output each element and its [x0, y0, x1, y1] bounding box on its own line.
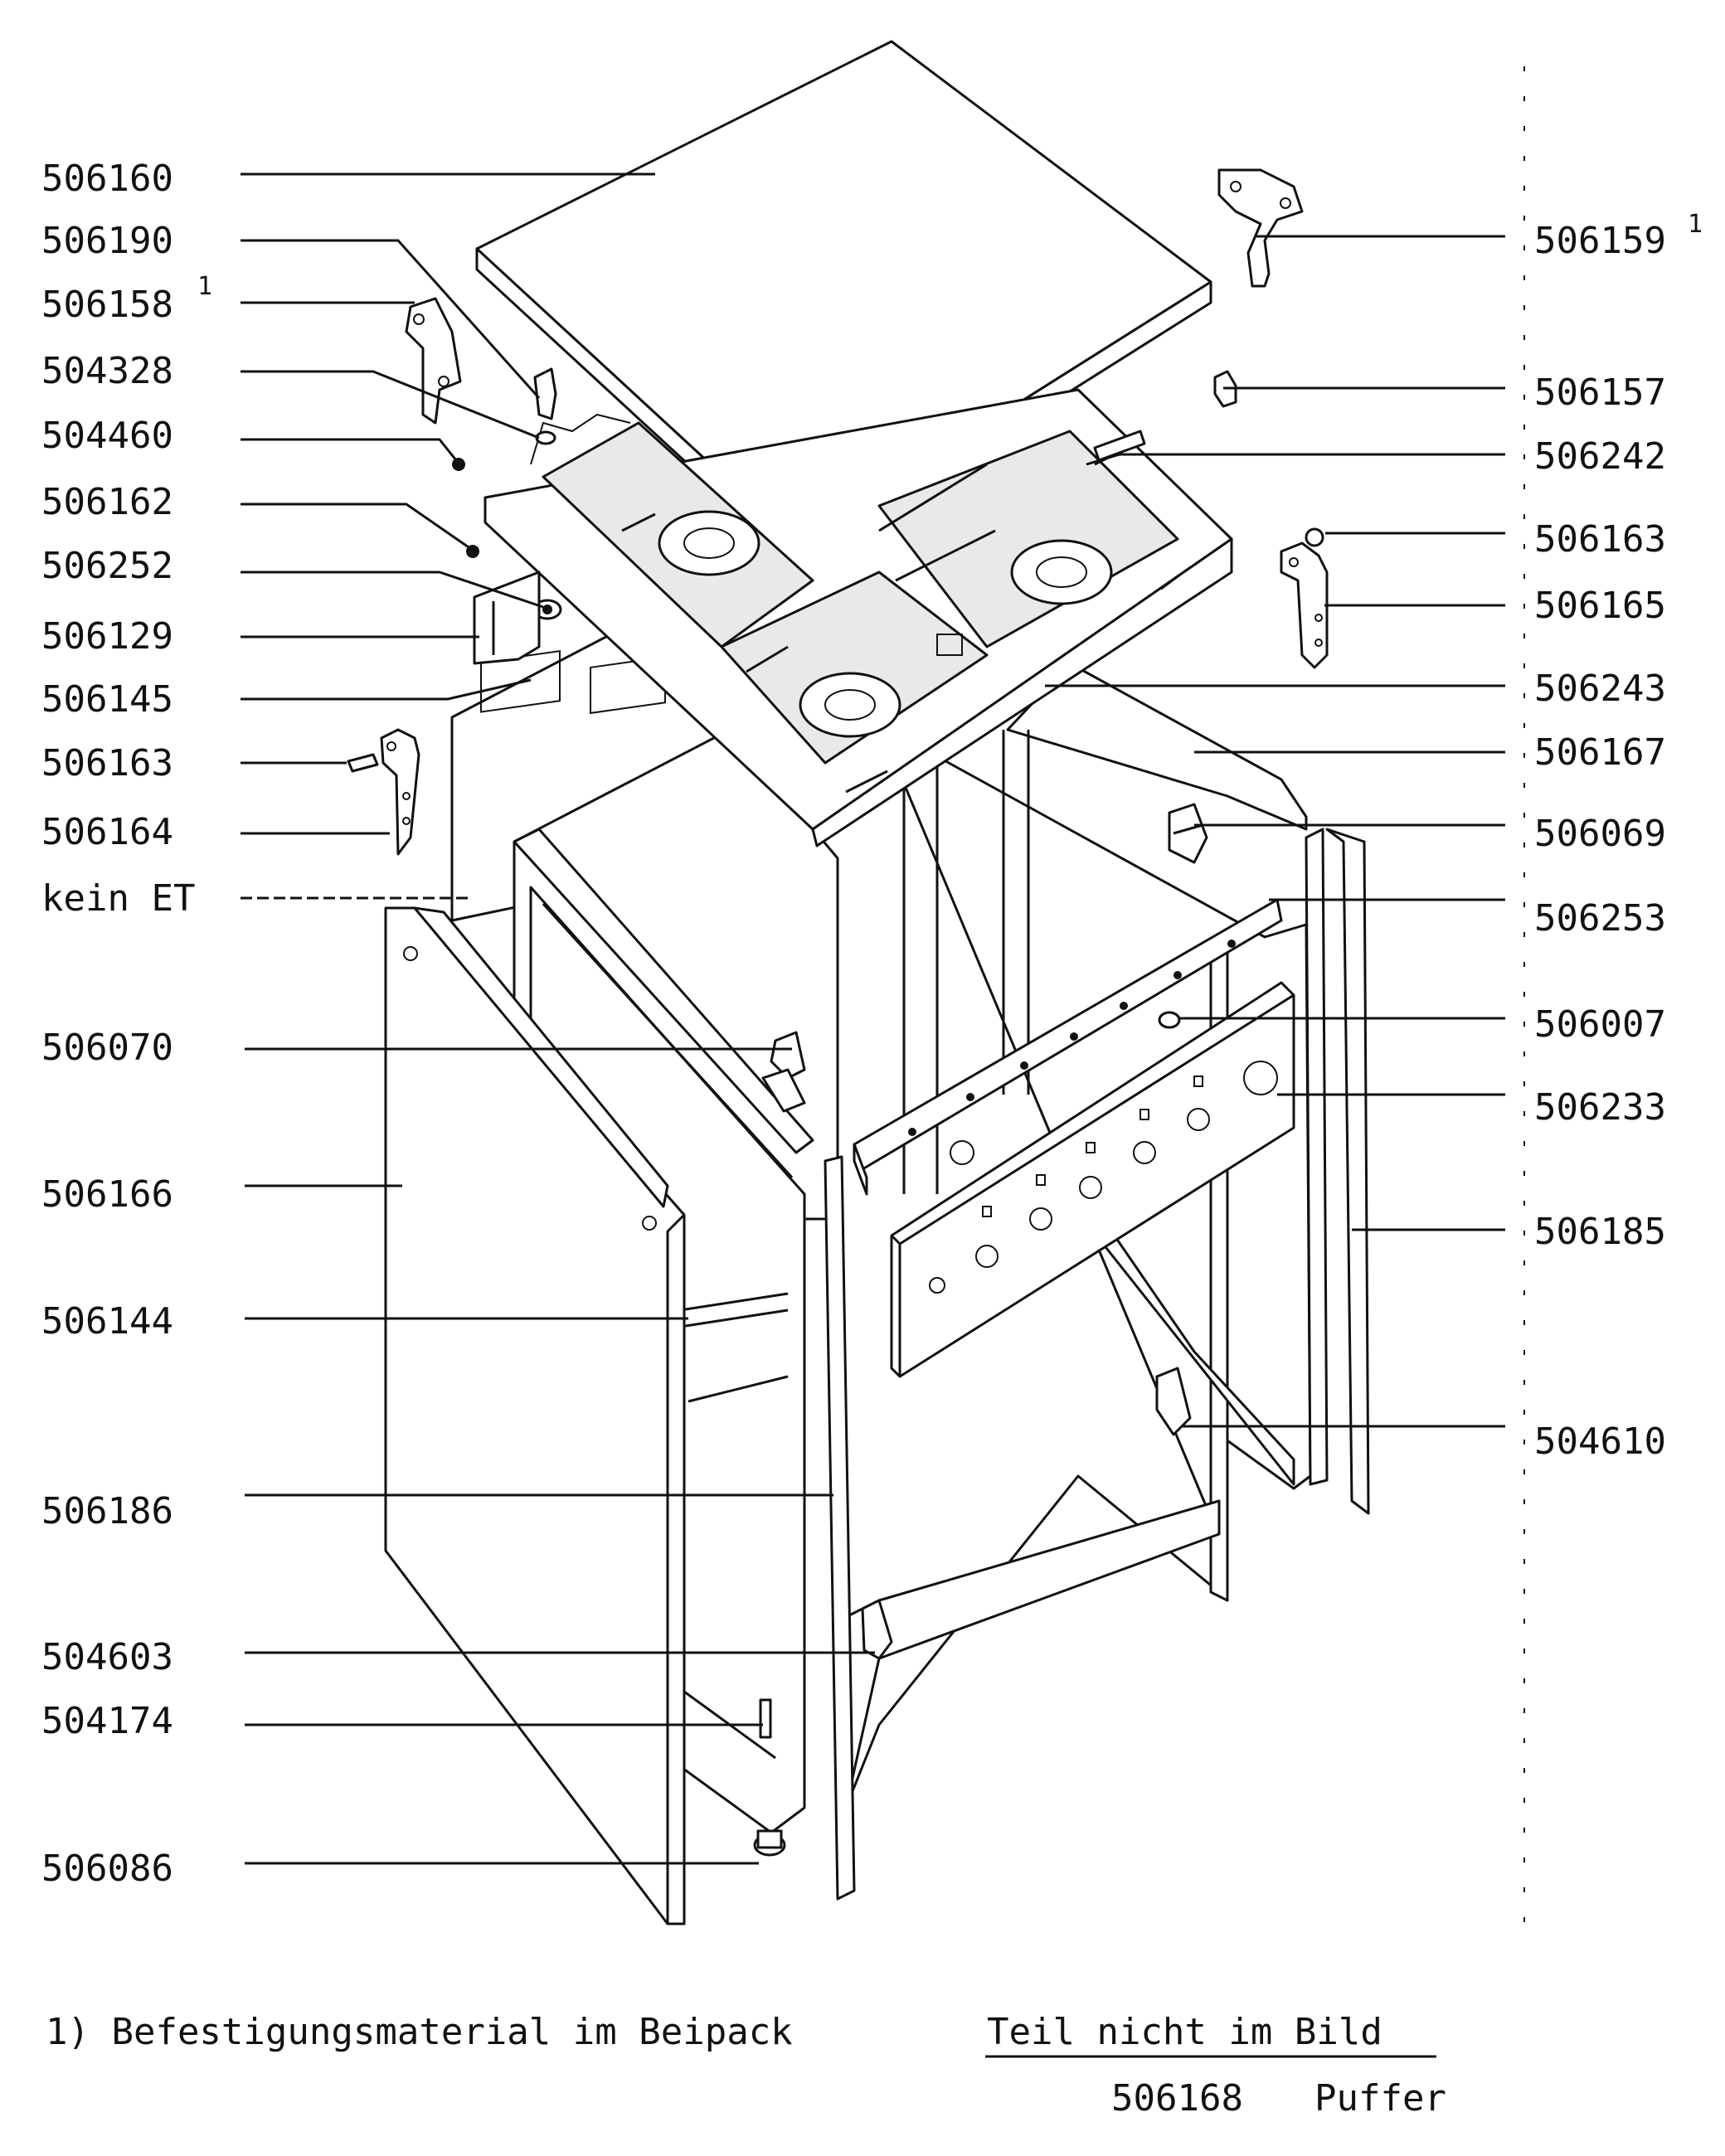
label-504328: 504328: [41, 350, 173, 392]
label-504174: 504174: [41, 1700, 173, 1742]
label-506157: 506157: [1534, 371, 1666, 414]
bracket-506190: [533, 367, 557, 420]
label-506163-right: 506163: [1534, 518, 1666, 561]
pin-504174: [759, 1698, 772, 1739]
bar-506242: [1093, 430, 1146, 462]
label-kein-et: kein ET: [41, 877, 195, 920]
not-shown-part-number: 506168: [1111, 2077, 1243, 2120]
label-506166: 506166: [41, 1173, 173, 1216]
label-506163-left: 506163: [41, 742, 173, 784]
label-506158: 506158: [41, 284, 173, 326]
cabinet-drawing: [347, 40, 1370, 1925]
bracket-506070: [761, 1031, 806, 1113]
label-506165: 506165: [1534, 585, 1666, 627]
label-506167: 506167: [1534, 731, 1666, 774]
label-506086: 506086: [41, 1848, 173, 1890]
label-506159: 506159: [1534, 220, 1666, 262]
label-506158-footnote-mark: 1: [197, 272, 212, 301]
label-506252: 506252: [41, 545, 173, 587]
label-506190: 506190: [41, 220, 173, 262]
bracket-506069: [1168, 803, 1208, 864]
label-506243: 506243: [1534, 668, 1666, 710]
hinge-506159: [1217, 168, 1304, 288]
control-panel-506233: [890, 981, 1295, 1378]
label-506186: 506186: [41, 1490, 173, 1532]
not-shown-part-name: Puffer: [1314, 2077, 1446, 2120]
label-504610: 504610: [1534, 1420, 1666, 1463]
screw-506163-right: [1305, 527, 1324, 547]
label-506007: 506007: [1534, 1003, 1666, 1046]
label-506144: 506144: [41, 1300, 173, 1343]
left-labels: 506160 506190 506158 1 504328 504460 506…: [41, 158, 212, 1890]
cap-506007: [1158, 1011, 1181, 1029]
hinge-506164: [380, 728, 420, 856]
nut-504460: [452, 458, 465, 471]
label-506159-footnote-mark: 1: [1688, 210, 1703, 239]
label-506253: 506253: [1534, 897, 1666, 940]
not-shown-heading: Teil nicht im Bild: [987, 2011, 1382, 2053]
screw-506163-left: [347, 753, 379, 773]
label-506069: 506069: [1534, 813, 1666, 855]
label-506233: 506233: [1534, 1086, 1666, 1129]
bracket-506129: [473, 571, 541, 665]
label-506162: 506162: [41, 481, 173, 523]
foot-506086: [753, 1829, 786, 1857]
washer-504328: [535, 430, 556, 445]
tub-506243: [483, 388, 1233, 847]
label-506185: 506185: [1534, 1211, 1666, 1253]
label-506129: 506129: [41, 615, 173, 658]
label-506164: 506164: [41, 811, 173, 853]
label-506145: 506145: [41, 678, 173, 721]
right-labels: 506159 1 506157 506242 506163 506165 506…: [1534, 210, 1703, 1463]
seal-506185: [1305, 828, 1370, 1515]
leader-lines: [241, 172, 1505, 1865]
side-panel-506166: [384, 906, 686, 1925]
label-506070: 506070: [41, 1027, 173, 1069]
bar-506253: [853, 898, 1283, 1196]
bracket-504603: [861, 1599, 893, 1660]
label-504460: 504460: [41, 415, 173, 457]
footnote-text: 1) Befestigungsmaterial im Beipack: [46, 2011, 793, 2053]
label-504603: 504603: [41, 1636, 173, 1678]
footer: 1) Befestigungsmaterial im Beipack Teil …: [46, 2011, 1446, 2120]
label-506160: 506160: [41, 158, 173, 200]
hinge-506158: [405, 297, 462, 425]
hinge-506165: [1280, 541, 1329, 669]
label-506242: 506242: [1534, 435, 1666, 478]
seal-506186: [824, 1155, 856, 1901]
